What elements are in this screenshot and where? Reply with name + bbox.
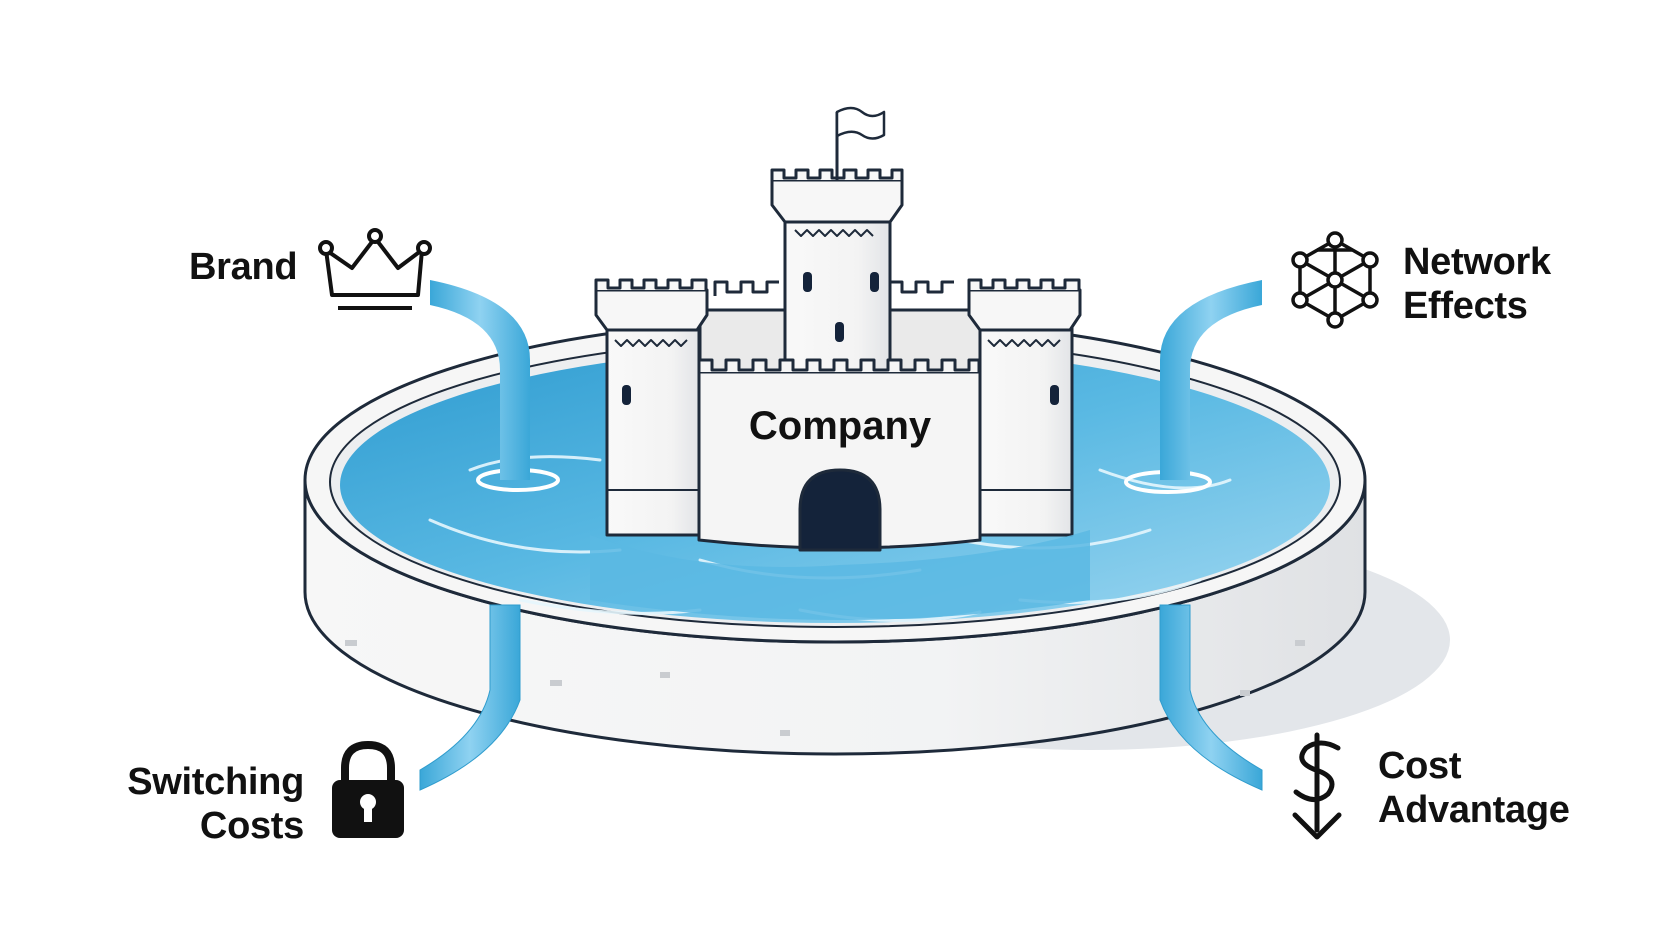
castle-icon (594, 106, 1082, 552)
network-icon (1291, 231, 1379, 329)
label-brand: Brand (189, 246, 298, 288)
label-switching-costs: Switching Costs (127, 761, 304, 847)
label-network-effects: Network Effects (1403, 241, 1551, 327)
company-label: Company (748, 404, 932, 448)
dollar-down-arrow-icon (1292, 732, 1342, 840)
label-cost-advantage: Cost Advantage (1378, 745, 1570, 831)
crown-icon (318, 228, 432, 310)
front-water (590, 530, 1090, 620)
moat-streams (419, 280, 1263, 791)
padlock-icon (332, 740, 404, 838)
